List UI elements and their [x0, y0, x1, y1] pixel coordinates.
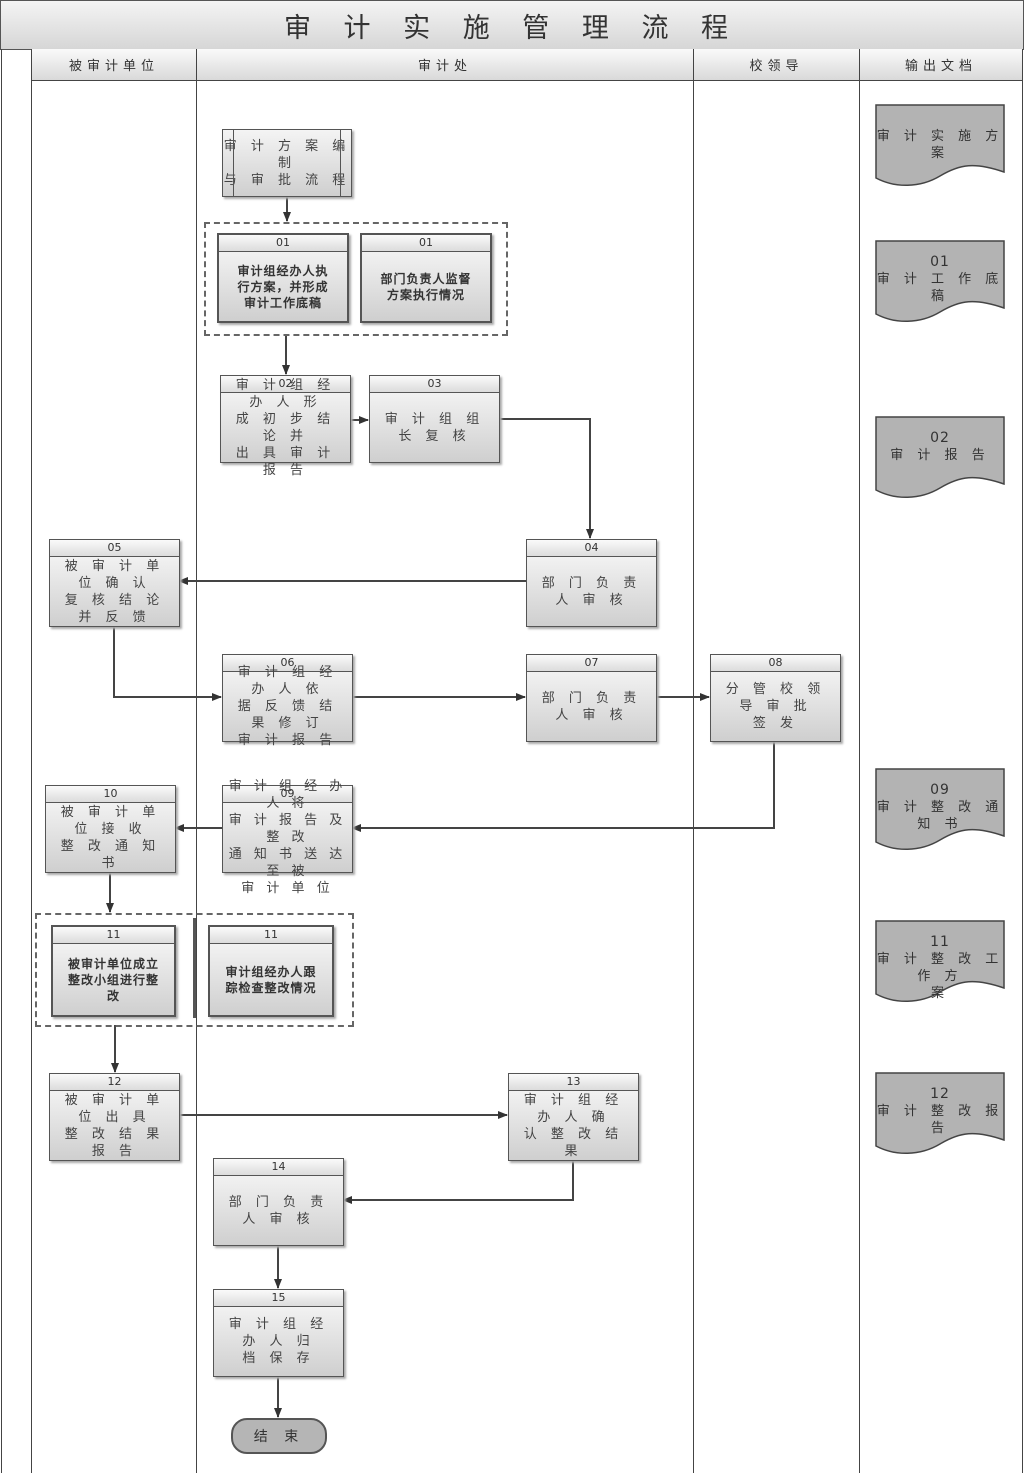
- lane-header-audit-office: 审计处: [197, 49, 693, 81]
- parallel-group-11: [35, 913, 354, 1027]
- step-04-department-head-review[interactable]: 04 部 门 负 责 人 审 核: [526, 539, 657, 627]
- lane-divider: [31, 49, 32, 1473]
- step-number: 04: [527, 540, 656, 557]
- step-02-preliminary-conclusion[interactable]: 02 审 计 组 经 办 人 形 成 初 步 结 论 并 出 具 审 计 报 告: [220, 375, 351, 478]
- step-number: 11: [210, 927, 332, 944]
- step-text: 分 管 校 领 导 审 批 签 发: [725, 682, 826, 731]
- step-number: 05: [50, 540, 179, 557]
- step-01-supervise-execution[interactable]: 01 部门负责人监督 方案执行情况: [360, 233, 492, 323]
- document-shape-icon: [875, 240, 1005, 322]
- step-text: 审 计 组 经 办 人 确 认 整 改 结 果: [523, 1092, 624, 1159]
- step-text: 部 门 负 责 人 审 核: [541, 690, 642, 723]
- end-terminator[interactable]: 结 束: [231, 1418, 327, 1454]
- group-divider: [193, 918, 196, 1018]
- step-06-revise-report[interactable]: 06 审 计 组 经 办 人 依 据 反 馈 结 果 修 订 审 计 报 告: [222, 654, 353, 748]
- lane-divider: [693, 49, 694, 1473]
- step-number: 13: [509, 1074, 638, 1091]
- diagram-title: 审 计 实 施 管 理 流 程: [0, 0, 1024, 50]
- step-15-archive[interactable]: 15 审 计 组 经 办 人 归 档 保 存: [213, 1289, 344, 1377]
- lane-header-school-leaders: 校领导: [694, 49, 859, 81]
- step-number: 06: [223, 655, 352, 672]
- lane-header-output-docs: 输出文档: [860, 49, 1022, 81]
- step-text: 被审计单位成立 整改小组进行整 改: [67, 956, 159, 1003]
- step-number: 01: [219, 235, 347, 252]
- step-11-unit-rectification[interactable]: 11 被审计单位成立 整改小组进行整 改: [51, 925, 176, 1017]
- step-text: 部门负责人监督 方案执行情况: [380, 271, 472, 302]
- outer-right-border: [1022, 49, 1023, 1473]
- step-text: 审 计 组 经 办 人 归 档 保 存: [228, 1317, 329, 1366]
- document-title: 审 计 实 施 方 案: [876, 129, 1004, 161]
- document-title: 审 计 报 告: [890, 448, 990, 463]
- document-number: 11: [930, 934, 950, 950]
- document-title: 审 计 整 改 报 告: [876, 1104, 1004, 1136]
- step-text: 审 计 组 组 长 复 核: [384, 411, 485, 444]
- step-07-department-head-review[interactable]: 07 部 门 负 责 人 审 核: [526, 654, 657, 742]
- step-number: 14: [214, 1159, 343, 1176]
- lane-divider: [859, 49, 860, 1473]
- step-08-leader-approve-issue[interactable]: 08 分 管 校 领 导 审 批 签 发: [710, 654, 841, 742]
- document-shape-icon: [875, 920, 1005, 1002]
- step-number: 02: [221, 376, 350, 393]
- step-text: 审 计 组 经 办 人 依 据 反 馈 结 果 修 订 审 计 报 告: [237, 665, 338, 748]
- document-number: 09: [930, 782, 950, 798]
- connector-08-to-09: [351, 741, 775, 832]
- step-number: 09: [223, 786, 352, 803]
- step-number: 11: [53, 927, 174, 944]
- step-text: 被 审 计 单 位 确 认 复 核 结 论 并 反 馈: [64, 558, 165, 625]
- step-number: 15: [214, 1290, 343, 1307]
- step-number: 08: [711, 655, 840, 672]
- step-11-track-rectification[interactable]: 11 审计组经办人跟 踪检查整改情况: [208, 925, 334, 1017]
- document-shape-icon: [875, 1072, 1005, 1154]
- step-text: 部 门 负 责 人 审 核: [541, 575, 642, 608]
- output-document[interactable]: 12 审 计 整 改 报 告: [875, 1072, 1005, 1154]
- document-shape-icon: [875, 768, 1005, 850]
- connector-05-to-06: [113, 626, 222, 701]
- step-03-team-leader-review[interactable]: 03 审 计 组 组 长 复 核: [369, 375, 500, 463]
- predefined-process-plan-approval[interactable]: 审 计 方 案 编 制 与 审 批 流 程: [222, 129, 352, 197]
- output-document[interactable]: 11 审 计 整 改 工 作 方 案: [875, 920, 1005, 1002]
- document-shape-icon: [875, 104, 1005, 186]
- step-number: 10: [46, 786, 175, 803]
- step-text: 被 审 计 单 位 出 具 整 改 结 果 报 告: [64, 1092, 165, 1159]
- outer-left-border: [1, 49, 2, 1473]
- step-text: 审计组经办人跟 踪检查整改情况: [225, 964, 317, 995]
- step-text: 被 审 计 单 位 接 收 整 改 通 知 书: [60, 804, 161, 871]
- document-title: 审 计 工 作 底 稿: [876, 272, 1004, 304]
- document-number: 01: [930, 254, 950, 270]
- output-document[interactable]: 审 计 实 施 方 案: [875, 104, 1005, 186]
- parallel-group-01: [204, 222, 508, 336]
- step-13-confirm-rectification[interactable]: 13 审 计 组 经 办 人 确 认 整 改 结 果: [508, 1073, 639, 1161]
- output-document[interactable]: 09 审 计 整 改 通 知 书: [875, 768, 1005, 850]
- step-10-unit-receive-notice[interactable]: 10 被 审 计 单 位 接 收 整 改 通 知 书: [45, 785, 176, 873]
- step-number: 01: [362, 235, 490, 252]
- step-number: 07: [527, 655, 656, 672]
- lane-divider: [196, 49, 197, 1473]
- document-number: 12: [930, 1086, 950, 1102]
- step-text: 审 计 组 经 办 人 将 审 计 报 告 及 整 改 通 知 书 送 达 至 …: [228, 779, 347, 896]
- output-document[interactable]: 01 审 计 工 作 底 稿: [875, 240, 1005, 322]
- step-12-rectification-report[interactable]: 12 被 审 计 单 位 出 具 整 改 结 果 报 告: [49, 1073, 180, 1161]
- lane-header-audited-unit: 被审计单位: [32, 49, 196, 81]
- step-number: 12: [50, 1074, 179, 1091]
- step-09-deliver-report-notice[interactable]: 09 审 计 组 经 办 人 将 审 计 报 告 及 整 改 通 知 书 送 达…: [222, 779, 353, 896]
- document-number: 02: [930, 430, 950, 446]
- step-text: 部 门 负 责 人 审 核: [228, 1194, 329, 1227]
- step-01-execute-plan[interactable]: 01 审计组经办人执 行方案，并形成 审计工作底稿: [217, 233, 349, 323]
- step-number: 03: [370, 376, 499, 393]
- connector-03-to-04: [498, 418, 594, 539]
- output-document[interactable]: 02 审 计 报 告: [875, 416, 1005, 498]
- step-text: 审 计 组 经 办 人 形 成 初 步 结 论 并 出 具 审 计 报 告: [235, 378, 336, 478]
- document-title: 审 计 整 改 通 知 书: [876, 800, 1004, 832]
- step-text: 审计组经办人执 行方案，并形成 审计工作底稿: [237, 263, 329, 310]
- connector-13-to-14: [342, 1159, 574, 1204]
- step-05-unit-confirm-feedback[interactable]: 05 被 审 计 单 位 确 认 复 核 结 论 并 反 馈: [49, 539, 180, 627]
- document-shape-icon: [875, 416, 1005, 498]
- document-title: 审 计 整 改 工 作 方 案: [876, 952, 1004, 1001]
- step-14-department-head-review[interactable]: 14 部 门 负 责 人 审 核: [213, 1158, 344, 1246]
